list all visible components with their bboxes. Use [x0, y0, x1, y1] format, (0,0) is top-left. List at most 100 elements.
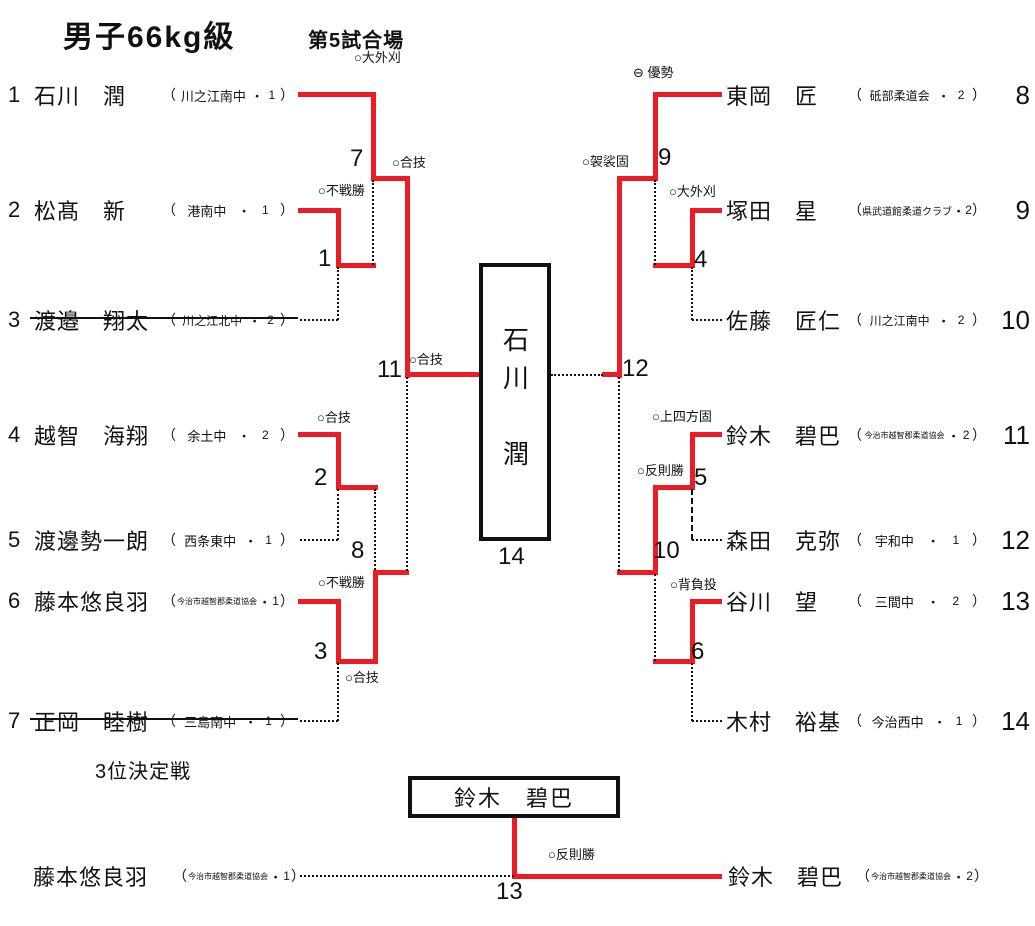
player-name: 藤本悠良羽 [33, 865, 149, 890]
match7-number: 7 [350, 145, 364, 172]
grade: 2 [965, 203, 972, 217]
player-row-6: 6 藤本悠良羽 （今治市越智郡柔道協会・1） [8, 586, 308, 616]
seed-number: 14 [1001, 705, 1030, 736]
seed-number: 5 [8, 527, 21, 552]
club-name: 今治市越智郡柔道協会 [177, 596, 258, 606]
separator: ・ [237, 428, 251, 444]
separator: ・ [926, 533, 940, 549]
club-name: 三間中 [874, 594, 914, 610]
final-right-loser-line [551, 374, 603, 376]
match6-technique: ○背負投 [670, 577, 717, 592]
open-paren: （ [162, 312, 176, 328]
match2-winner-line [336, 432, 341, 490]
close-paren: ） [290, 868, 305, 884]
match12-winner-line [617, 176, 622, 378]
match7-winner-line [371, 92, 376, 181]
grade: 1 [272, 594, 279, 608]
match11-number: 11 [377, 356, 402, 383]
separator: ・ [952, 869, 966, 885]
match3-technique: ○不戦勝 [318, 575, 365, 590]
p10-loser-line [692, 319, 722, 321]
player-affiliation: （県武道館柔道クラブ・2） [848, 200, 986, 220]
match12-loser-line [618, 377, 620, 571]
match2-loser-line [337, 489, 339, 540]
grade: 2 [261, 428, 269, 442]
match5-number: 5 [694, 464, 708, 491]
third-place-winner-drop-line [512, 818, 517, 879]
player-name: 渡邉 翔太 [34, 309, 150, 334]
open-paren: （ [848, 427, 862, 443]
match1-loser-line [337, 267, 339, 320]
match12-number: 12 [622, 355, 649, 382]
p4-winner-line [298, 432, 341, 437]
player-row-9: 塚田 星 （県武道館柔道クラブ・2） 9 [712, 195, 1030, 225]
close-paren: ） [971, 87, 986, 103]
player-affiliation: （西条東中・1） [162, 530, 294, 550]
player-row-8: 東岡 匠 （砥部柔道会・2） 8 [712, 80, 1030, 110]
p3-loser-line [300, 319, 338, 321]
player-name: 塚田 星 [726, 199, 819, 224]
open-paren: （ [848, 202, 862, 218]
match2-output-line [336, 485, 378, 490]
player-row-12: 森田 克弥 （宇和中・1） 12 [712, 525, 1030, 555]
seed-number: 7 [8, 708, 21, 733]
match10-winner-line [653, 485, 658, 575]
seed-number: 2 [8, 197, 21, 222]
grade: 1 [952, 533, 960, 547]
match6-output-line [653, 659, 695, 664]
close-paren: ） [279, 532, 294, 548]
close-paren: ） [973, 868, 988, 884]
match9-number: 9 [658, 144, 672, 171]
player-name: 鈴木 碧巴 [728, 865, 844, 890]
final-left-winner-line [405, 372, 480, 377]
match7-loser-line [372, 180, 374, 265]
player-affiliation: （川之江南中・2） [848, 310, 986, 330]
player-name: 佐藤 匠仁 [726, 309, 842, 334]
player-affiliation: （余土中・2） [162, 425, 294, 445]
grade: 1 [268, 88, 276, 102]
match5-winner-line [690, 432, 695, 490]
match6-number: 6 [691, 638, 705, 665]
open-paren: （ [848, 87, 862, 103]
match10-output-line [617, 570, 658, 575]
open-paren: （ [162, 427, 176, 443]
club-name: 西条東中 [184, 533, 237, 549]
seed-number: 3 [8, 307, 21, 332]
match8-loser-line [374, 489, 376, 570]
grade: 1 [265, 714, 272, 728]
p5-loser-line [300, 539, 338, 541]
club-name: 砥部柔道会 [869, 88, 930, 103]
seed-number: 4 [8, 422, 21, 447]
separator: ・ [937, 88, 951, 104]
match10-loser-line [654, 574, 656, 661]
match3-number: 3 [314, 638, 328, 665]
open-paren: （ [162, 87, 176, 103]
match9-winner-line [653, 92, 658, 181]
player-affiliation: （川之江北中・2） [162, 310, 294, 330]
player-name: 谷川 望 [726, 590, 819, 615]
close-paren: ） [971, 532, 986, 548]
match10-number: 10 [653, 537, 680, 564]
player-row-13: 谷川 望 （三間中・2） 13 [712, 586, 1030, 616]
player-name: 渡邊勢一朗 [34, 529, 150, 554]
match8-winner-line [373, 570, 378, 664]
match1-number: 1 [318, 245, 332, 272]
seed-number: 11 [1003, 419, 1030, 450]
match11-loser-line [406, 377, 408, 571]
player-name: 鈴木 碧巴 [726, 424, 842, 449]
page-title: 男子66kg級 [63, 21, 236, 54]
separator: ・ [947, 428, 961, 444]
p11-winner-line [690, 432, 722, 437]
separator: ・ [248, 313, 262, 329]
match4-output-line [653, 263, 695, 268]
p1-winner-line [298, 92, 376, 97]
match13-technique: ○反則勝 [548, 847, 595, 862]
club-name: 今治市越智郡柔道協会 [188, 871, 269, 881]
p6-winner-line [298, 599, 341, 604]
player-affiliation: （今治市越智郡柔道協会・2） [848, 425, 986, 445]
player-name: 越智 海翔 [34, 424, 150, 449]
grade: 1 [265, 533, 272, 547]
close-paren: ） [279, 427, 294, 443]
match5-loser-line [691, 489, 693, 540]
